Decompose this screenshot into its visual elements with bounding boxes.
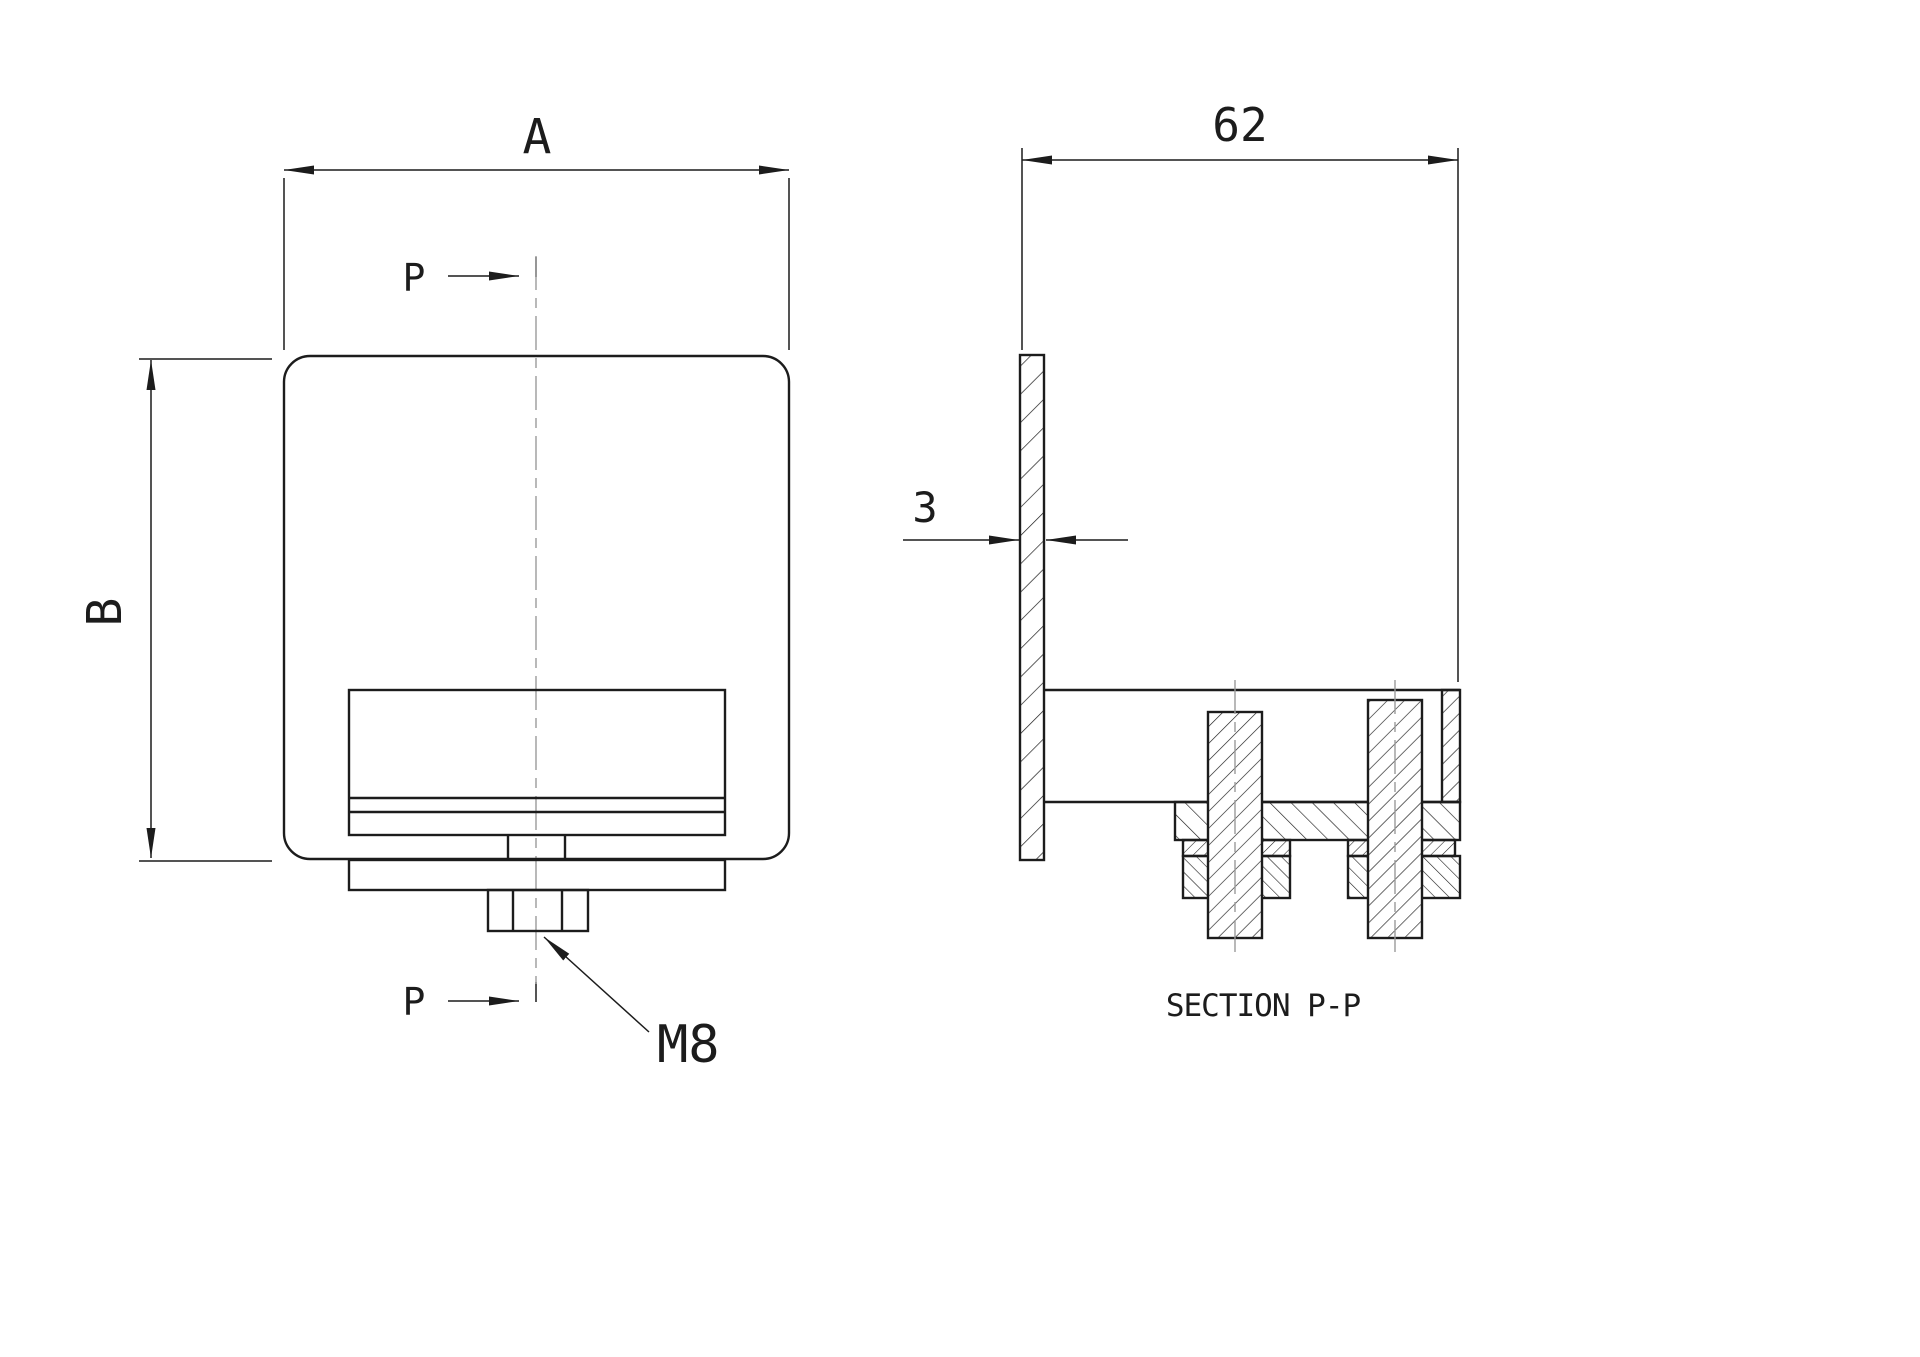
section-view: 62 3 bbox=[903, 98, 1462, 1024]
dim-b-label: B bbox=[77, 598, 133, 627]
dim-62-label: 62 bbox=[1212, 98, 1267, 152]
clamp-plate-section bbox=[1173, 800, 1462, 842]
washer-left-hatch-1 bbox=[1183, 840, 1208, 856]
thread-callout: M8 bbox=[543, 936, 720, 1075]
section-caption: SECTION P-P bbox=[1166, 988, 1361, 1024]
thread-label: M8 bbox=[657, 1015, 720, 1075]
roller-block bbox=[347, 688, 727, 837]
dimension-3: 3 bbox=[903, 483, 1128, 545]
dim-a-label: A bbox=[523, 109, 552, 165]
mounting-plate bbox=[347, 858, 727, 892]
dimension-62: 62 bbox=[1021, 98, 1459, 682]
section-p-top-label: P bbox=[403, 256, 426, 300]
nut-right-hatch-1 bbox=[1348, 856, 1368, 898]
hex-nut bbox=[486, 888, 590, 933]
washer-right-hatch-2 bbox=[1422, 840, 1455, 856]
section-p-bottom-label: P bbox=[403, 980, 426, 1024]
washer-right-hatch-1 bbox=[1348, 840, 1368, 856]
dimension-A: A bbox=[283, 109, 790, 350]
clamp-plate-hatch-3 bbox=[1422, 802, 1460, 840]
dim-3-label: 3 bbox=[912, 483, 937, 532]
dimension-B: B bbox=[77, 358, 272, 862]
thread-leader-line bbox=[543, 936, 650, 1033]
side-wall-section bbox=[1440, 688, 1462, 804]
nut-left-hatch-2 bbox=[1262, 856, 1290, 898]
nut-right-hatch-2 bbox=[1422, 856, 1460, 898]
section-arrow-top: P bbox=[403, 256, 537, 300]
nut-left-hatch-1 bbox=[1183, 856, 1208, 898]
washer-left-hatch-2 bbox=[1262, 840, 1290, 856]
clamp-plate-hatch-1 bbox=[1175, 802, 1208, 840]
back-plate-section bbox=[1018, 353, 1046, 862]
section-arrow-bottom: P bbox=[403, 980, 537, 1024]
front-view: A B P P M8 bbox=[77, 109, 791, 1075]
clamp-plate-hatch-2 bbox=[1262, 802, 1368, 840]
